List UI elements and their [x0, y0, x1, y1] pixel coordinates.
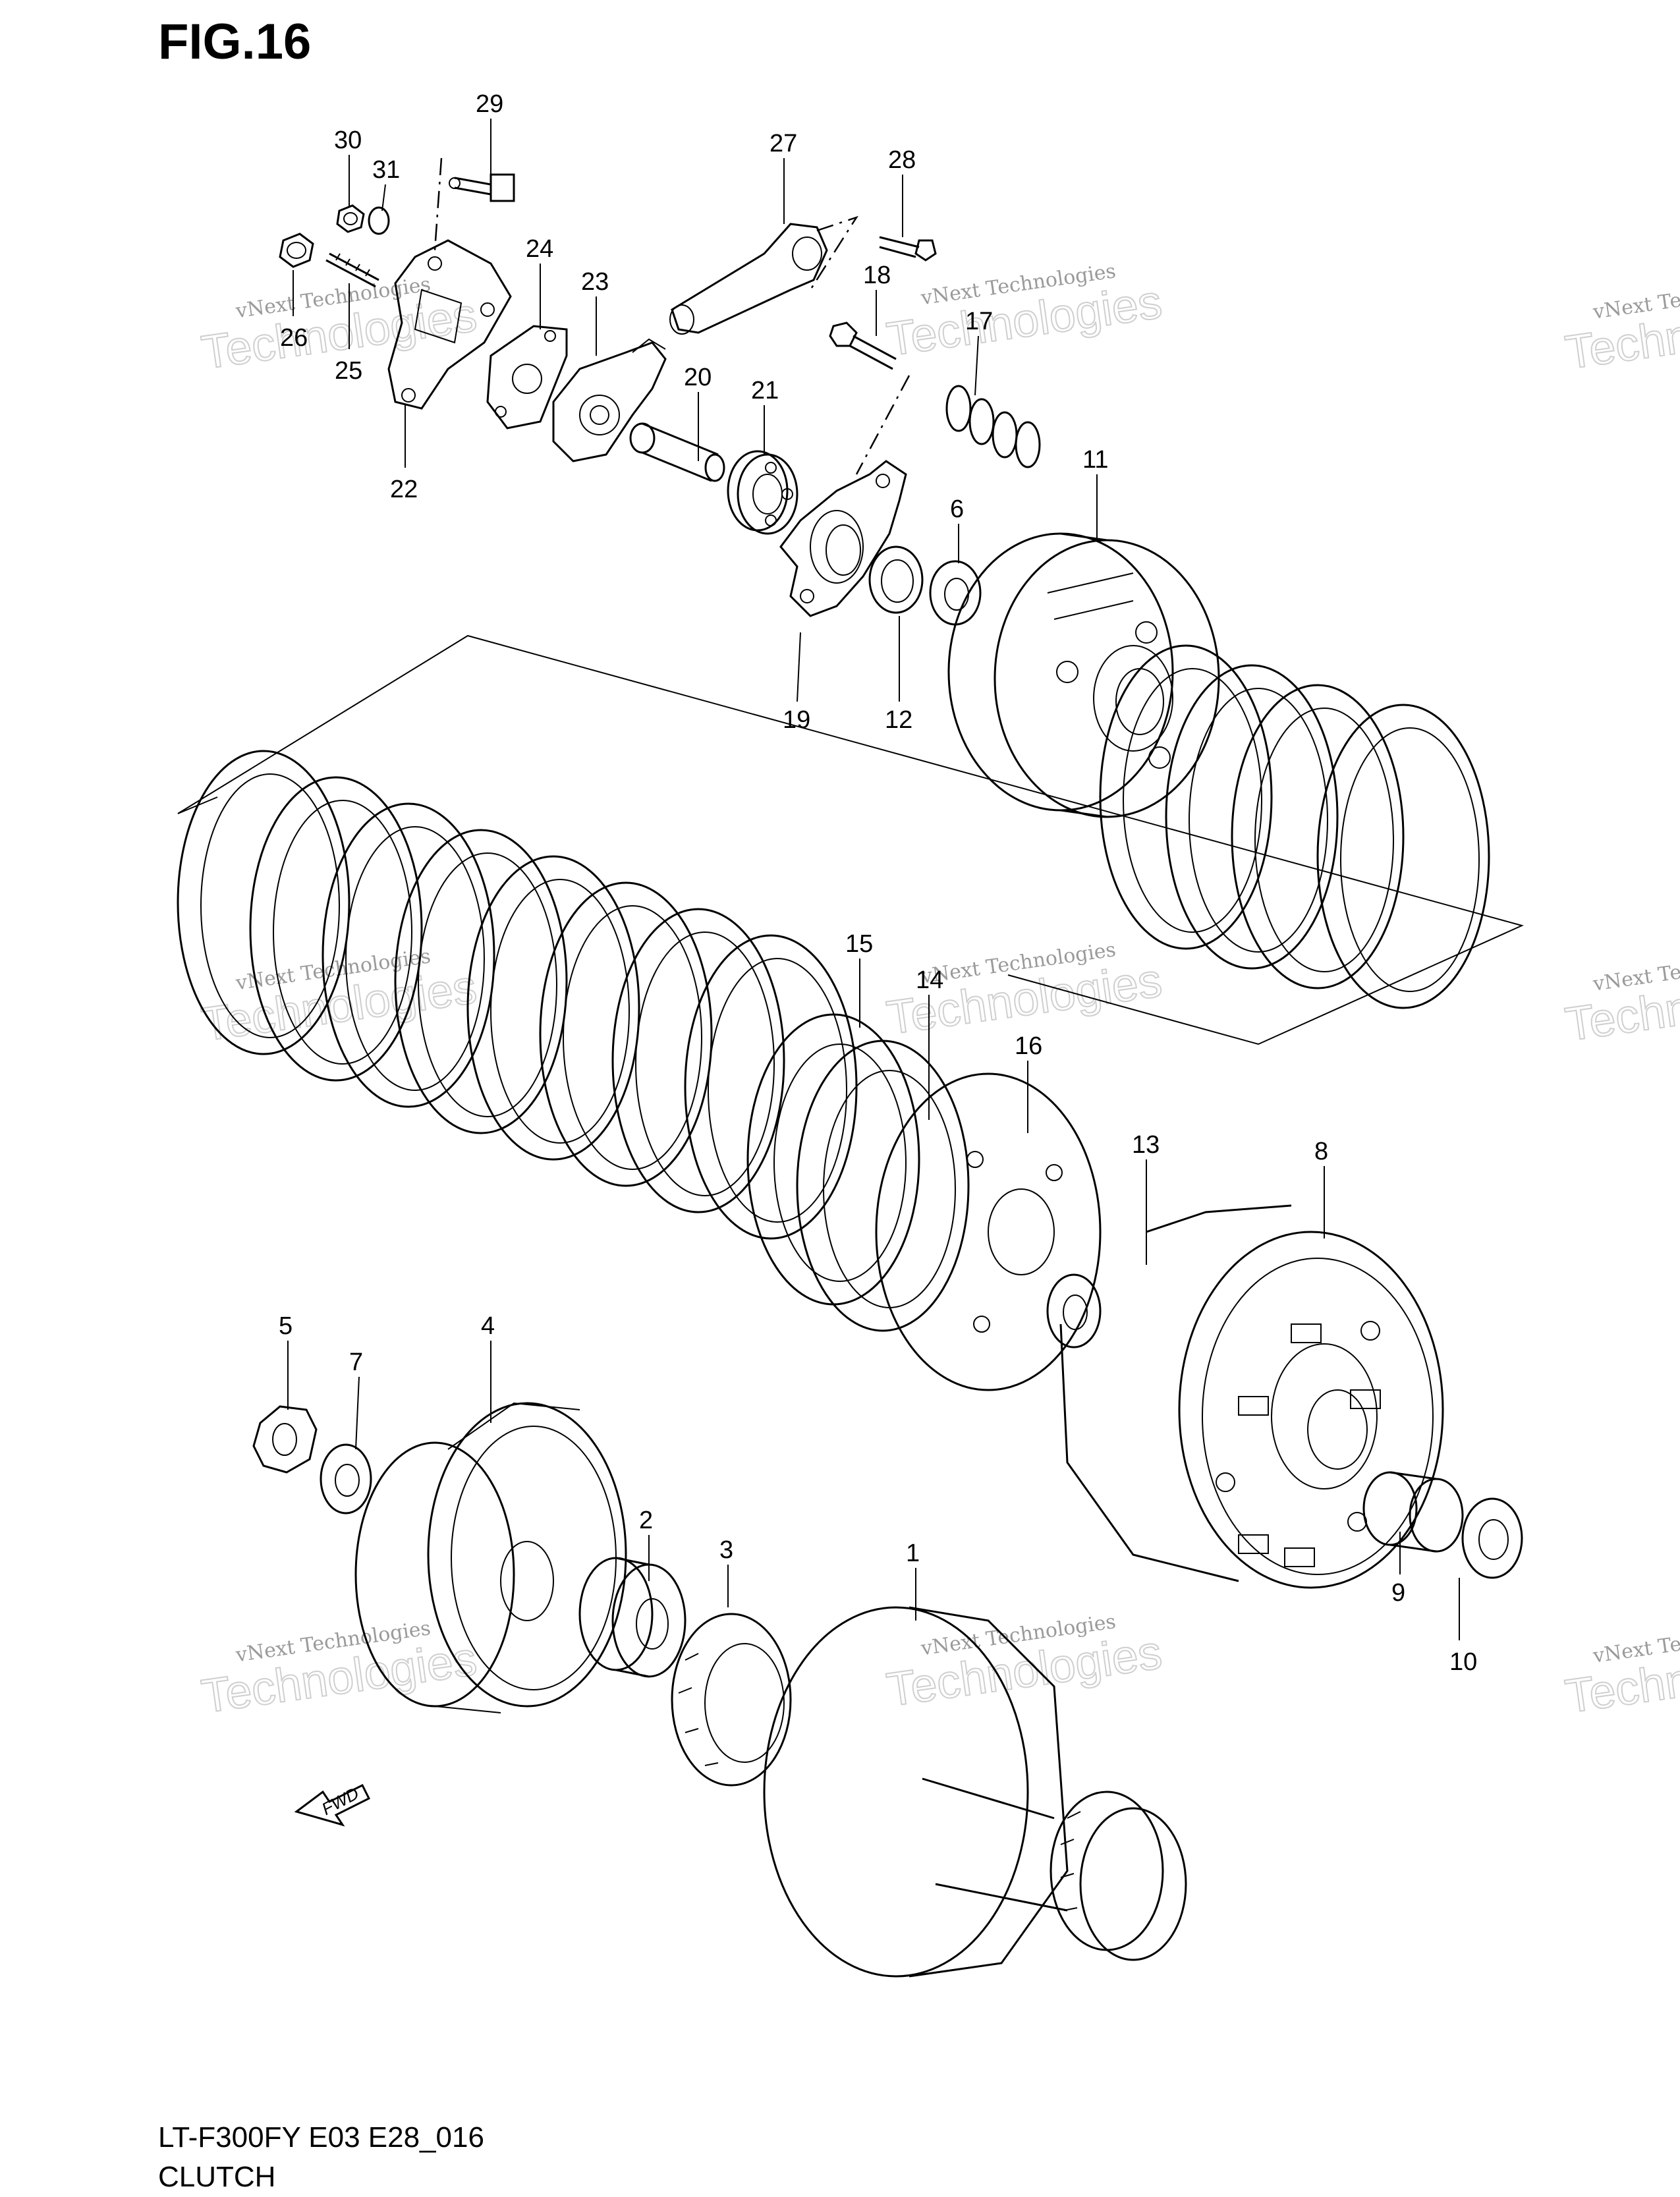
- callout-29: 29: [476, 90, 503, 118]
- part-31-washer: [368, 206, 390, 235]
- watermark-right-mid: Technologies vNext Technologies: [1561, 946, 1680, 1052]
- footer: LT-F300FY E03 E28_016 CLUTCH: [158, 2118, 484, 2197]
- callout-25: 25: [335, 357, 362, 385]
- callout-28: 28: [888, 146, 916, 174]
- callout-16: 16: [1015, 1032, 1042, 1060]
- part-18-bolt: [829, 321, 897, 370]
- callout-12: 12: [885, 706, 912, 734]
- callout-22: 22: [390, 476, 418, 503]
- callout-9: 9: [1391, 1579, 1405, 1607]
- part-30-nut: [336, 204, 365, 233]
- part-26-nut: [279, 233, 314, 268]
- callout-14: 14: [916, 966, 943, 994]
- part-17-spring: [945, 385, 1041, 468]
- part-25-bolt: [325, 252, 379, 288]
- callout-6: 6: [950, 495, 964, 523]
- part-22-bracket: [387, 239, 512, 410]
- part-29-bolt: [449, 173, 515, 202]
- part-13-washer: [1046, 1273, 1102, 1349]
- watermark-bottom-center: Technologies vNext Technologies: [883, 1610, 1165, 1717]
- part-21-bearing: [727, 450, 798, 535]
- callout-30: 30: [334, 126, 362, 154]
- callout-4: 4: [481, 1312, 495, 1340]
- plate-stack-upper: [1099, 644, 1490, 1009]
- callout-13: 13: [1132, 1131, 1160, 1159]
- callout-11: 11: [1082, 446, 1108, 474]
- callout-21: 21: [751, 377, 779, 404]
- part-20-pin: [629, 422, 725, 482]
- watermark-right-top: Technologies vNext Technologies: [1561, 274, 1680, 380]
- part-6-washer: [929, 560, 982, 626]
- callout-26: 26: [280, 324, 308, 352]
- part-28-bolt: [879, 236, 937, 262]
- plate-stack-main: [177, 750, 858, 1240]
- part-5-nut: [252, 1405, 318, 1474]
- callout-23: 23: [581, 268, 609, 296]
- part-9-spacer: [1362, 1471, 1464, 1553]
- part-10-washer: [1461, 1497, 1523, 1579]
- callout-17: 17: [965, 308, 993, 335]
- part-7-washer: [320, 1443, 372, 1515]
- part-12-bearing: [868, 545, 924, 614]
- callout-19: 19: [783, 706, 810, 734]
- callout-18: 18: [863, 262, 891, 289]
- callout-2: 2: [639, 1507, 653, 1534]
- model-code: LT-F300FY E03 E28_016: [158, 2121, 484, 2154]
- callout-5: 5: [279, 1312, 293, 1340]
- callout-15: 15: [845, 930, 873, 958]
- part-23-cam: [552, 338, 667, 462]
- watermark-right-bottom: Technologies vNext Technologies: [1561, 1618, 1680, 1724]
- callout-20: 20: [684, 364, 712, 391]
- leader-lines: [287, 119, 1460, 1640]
- watermark-top-center: Technologies vNext Technologies: [883, 260, 1165, 367]
- part-24-gasket: [486, 325, 568, 430]
- callout-1: 1: [906, 1540, 920, 1567]
- callout-10: 10: [1449, 1648, 1477, 1676]
- part-11-sleeve-hub: [947, 532, 1220, 818]
- figure-title: FIG.16: [158, 14, 312, 70]
- callout-8: 8: [1314, 1138, 1328, 1165]
- callout-3: 3: [719, 1536, 733, 1564]
- part-1-clutch-drum: [763, 1606, 1187, 1978]
- watermark-mid-left: Technologies vNext Technologies: [198, 945, 480, 1052]
- part-16-plate: [875, 1072, 1102, 1391]
- part-19-pressure-plate: [779, 460, 907, 617]
- part-2-bearing: [578, 1557, 686, 1678]
- release-mechanism: [279, 173, 1041, 626]
- callout-24: 24: [526, 235, 553, 263]
- part-8-driven-gear-housing: [1059, 1204, 1444, 1589]
- callout-7: 7: [349, 1349, 363, 1376]
- part-3-one-way-clutch: [671, 1613, 792, 1787]
- callout-31: 31: [372, 156, 400, 184]
- part-27-arm: [669, 223, 828, 335]
- callouts: 1 2 3 4 5 6 7 8 9 10 11 12 13 14 15 16 1…: [279, 90, 1477, 1676]
- assembly-name: CLUTCH: [158, 2161, 276, 2193]
- callout-27: 27: [770, 130, 797, 157]
- fwd-arrow-icon: FWD: [294, 1783, 371, 1827]
